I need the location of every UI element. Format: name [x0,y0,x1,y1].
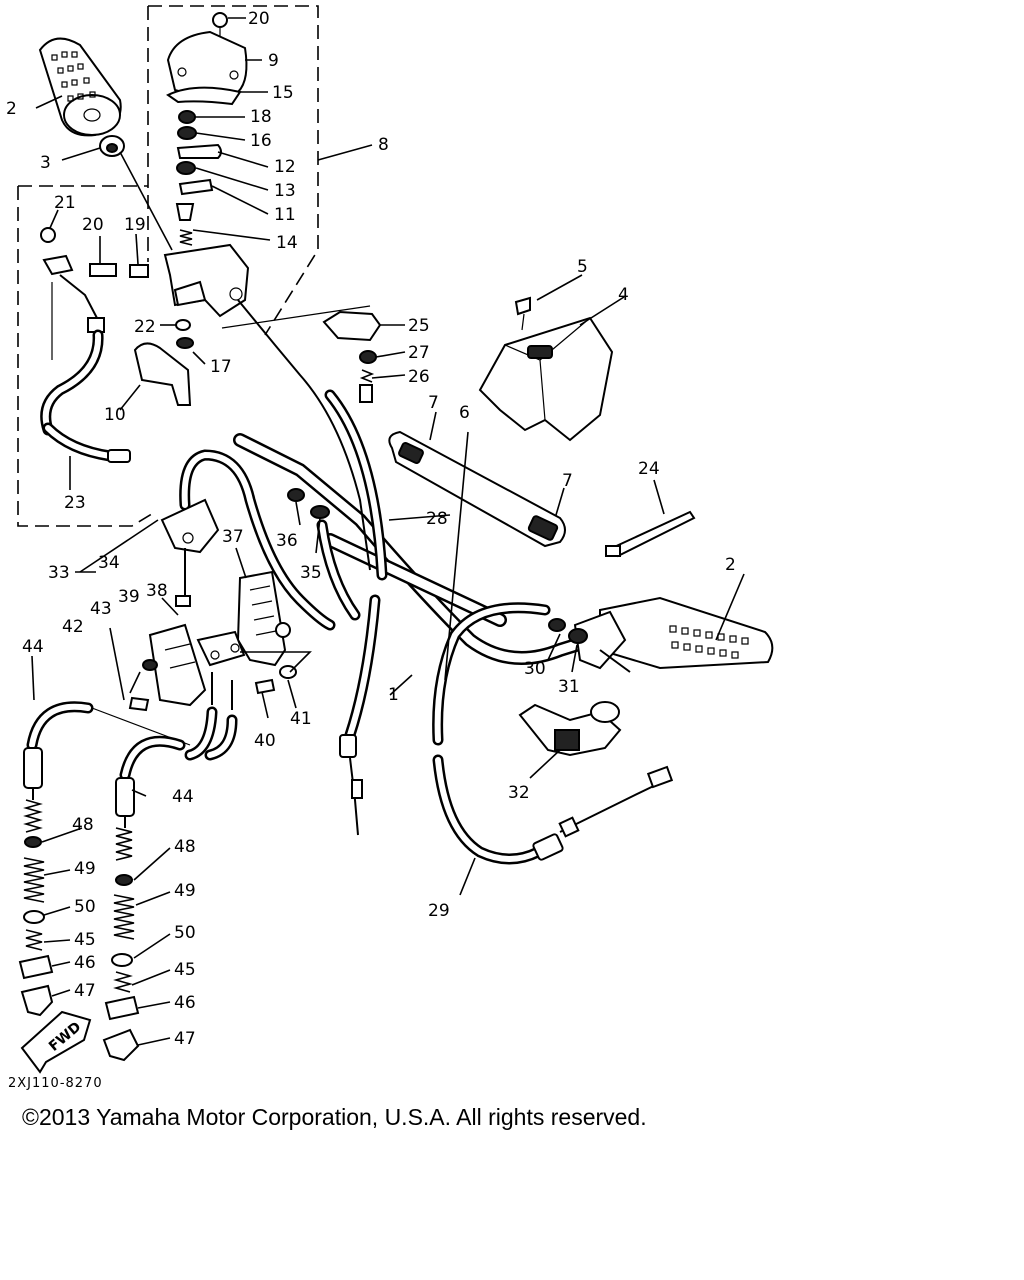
right-grip [573,596,774,673]
label-17: 17 [210,357,232,377]
label-27: 27 [408,343,430,363]
label-4: 4 [618,285,629,305]
label-47-left: 47 [74,981,96,1001]
label-44-top: 44 [22,637,44,657]
label-15: 15 [272,83,294,103]
handlebar-pad [388,430,566,548]
label-24: 24 [638,459,660,479]
label-6: 6 [459,403,470,423]
master-cylinder [236,570,291,667]
label-2-right: 2 [725,555,736,575]
label-31: 31 [558,677,580,697]
label-37: 37 [222,527,244,547]
copyright-notice: ©2013 Yamaha Motor Corporation, U.S.A. A… [22,1104,647,1130]
label-49-right: 49 [174,881,196,901]
label-43: 43 [90,599,112,619]
label-22: 22 [134,317,156,337]
brake-switch [518,701,622,757]
throttle-assembly [89,12,250,349]
handlebar-cover [478,296,614,442]
label-30: 30 [524,659,546,679]
label-19: 19 [124,215,146,235]
label-32: 32 [508,783,530,803]
label-5: 5 [577,257,588,277]
left-grip [38,37,122,137]
label-39: 39 [118,587,140,607]
label-44-right: 44 [172,787,194,807]
label-14: 14 [276,233,298,253]
drawing-code: 2XJ110-8270 [8,1076,103,1091]
fwd-badge: FWD [20,1010,92,1074]
label-2-left: 2 [6,99,17,119]
label-9: 9 [268,51,279,71]
label-49-left: 49 [74,859,96,879]
label-1: 1 [388,685,399,705]
label-11: 11 [274,205,296,225]
label-23: 23 [64,493,86,513]
label-13: 13 [274,181,296,201]
throttle-cable [237,299,388,836]
left-column-parts [18,799,54,1017]
throttle-lever [133,342,192,406]
switch-wire [40,227,131,463]
bar-end [99,135,125,157]
label-40: 40 [254,731,276,751]
label-45-right: 45 [174,960,196,980]
label-46-right: 46 [174,993,196,1013]
clamp-parts [221,305,382,403]
tie-wrap [605,510,696,558]
label-38: 38 [146,581,168,601]
cable-adjuster [548,618,588,644]
label-50-left: 50 [74,897,96,917]
label-25: 25 [408,316,430,336]
label-7-bottom: 7 [562,471,573,491]
label-35: 35 [300,563,322,583]
part-labels: 1 2 2 3 4 5 6 7 7 8 9 10 11 12 13 14 15 … [6,9,736,1049]
label-18: 18 [250,107,272,127]
label-28: 28 [426,509,448,529]
label-33: 33 [48,563,70,583]
wire-loop [160,449,336,631]
label-34: 34 [98,553,120,573]
brake-cable [432,602,674,865]
group-outline-8 [17,5,319,527]
label-48-left: 48 [72,815,94,835]
label-36: 36 [276,531,298,551]
label-48-right: 48 [174,837,196,857]
label-8: 8 [378,135,389,155]
leader-lines [31,17,745,1046]
label-45-left: 45 [74,930,96,950]
label-41: 41 [290,709,312,729]
label-16: 16 [250,131,272,151]
label-10: 10 [104,405,126,425]
label-3: 3 [40,153,51,173]
label-26: 26 [408,367,430,387]
label-7-top: 7 [428,393,439,413]
brake-caliper [128,623,297,712]
label-12: 12 [274,157,296,177]
label-47-right: 47 [174,1029,196,1049]
label-20-left: 20 [82,215,104,235]
label-21: 21 [54,193,76,213]
right-column-parts [102,827,140,1062]
brake-hoses [23,672,238,828]
label-46-left: 46 [74,953,96,973]
label-20-top: 20 [248,9,270,29]
label-50-right: 50 [174,923,196,943]
label-42: 42 [62,617,84,637]
label-29: 29 [428,901,450,921]
